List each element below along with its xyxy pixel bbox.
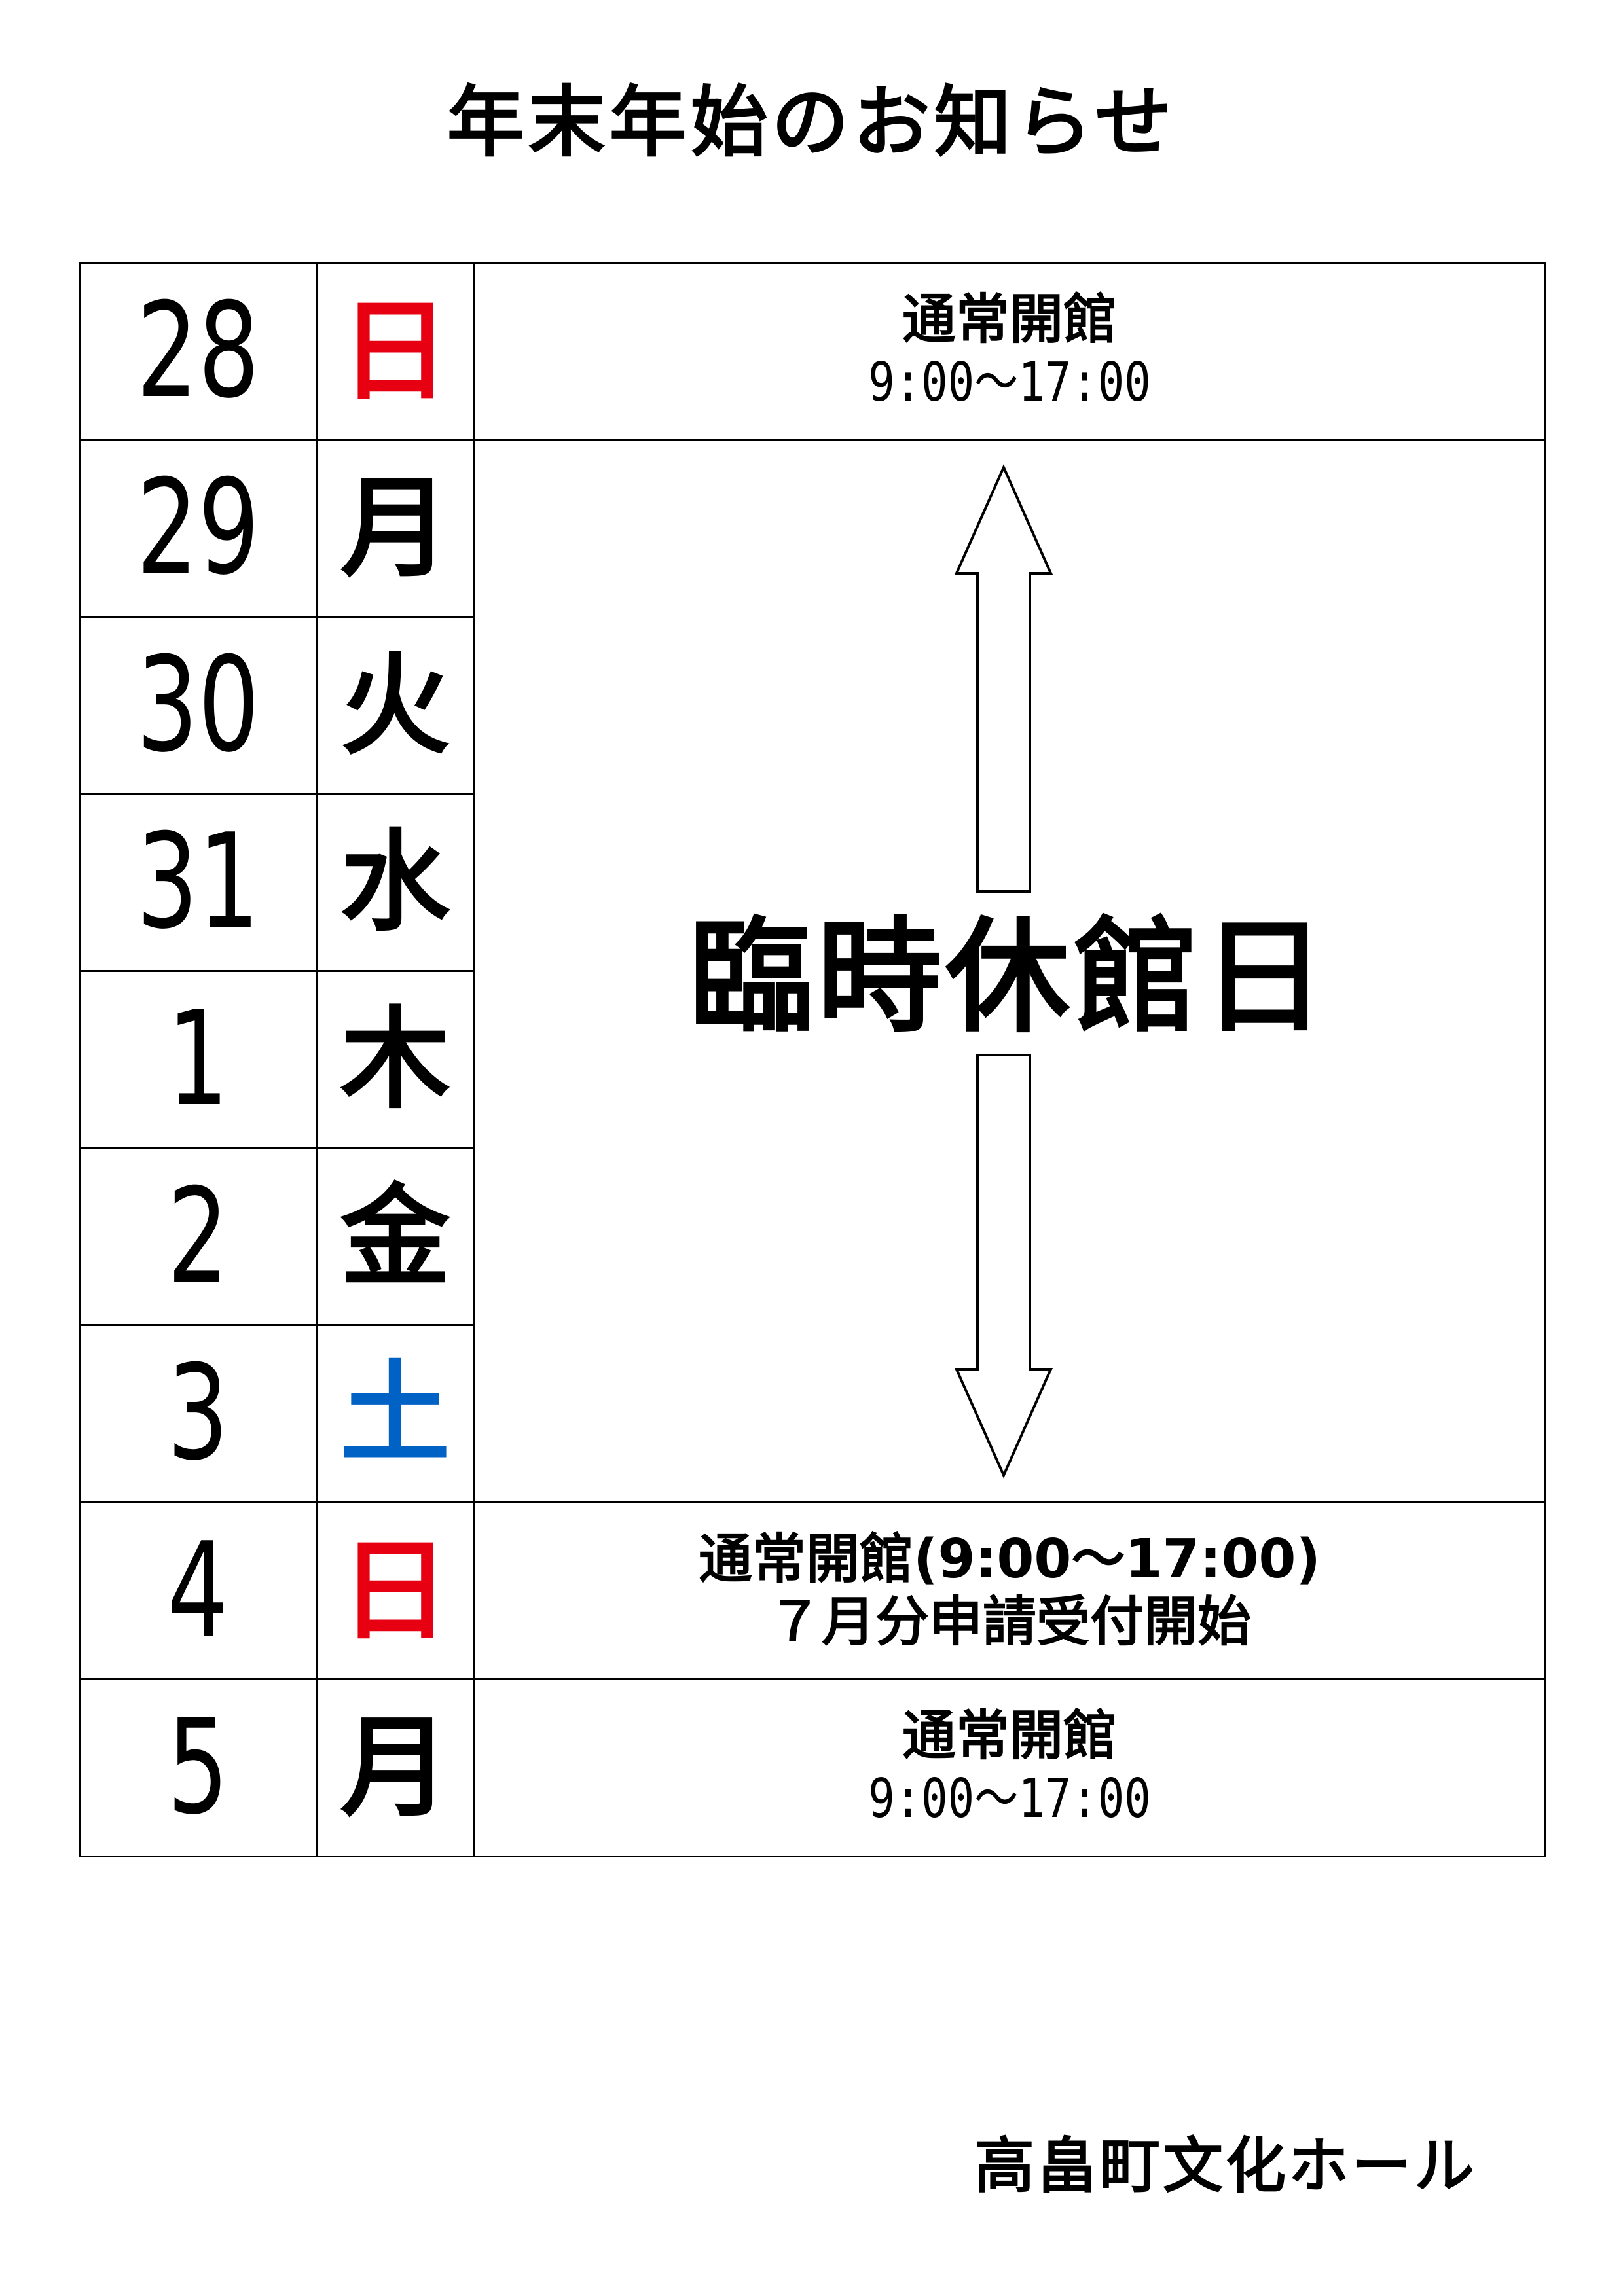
table-row: 4 日 通常開館(9:00～17:00) ７月分申請受付開始 xyxy=(79,1501,1546,1681)
table-row: 3 土 xyxy=(79,1324,1546,1503)
schedule-table: 28 日 通常開館 9:00～17:00 29 月 臨時休館日 30 火 31 xyxy=(79,262,1546,1857)
note-line: 9:00～17:00 xyxy=(868,351,1151,414)
table-row: 2 金 xyxy=(79,1147,1546,1327)
weekday-cell: 月 xyxy=(316,1678,475,1857)
weekday-cell: 土 xyxy=(316,1324,475,1503)
note-line: ７月分申請受付開始 xyxy=(767,1590,1251,1653)
double-arrow-icon xyxy=(954,463,1053,1479)
closed-period-cell: 臨時休館日 xyxy=(473,439,1546,1503)
weekday-cell: 木 xyxy=(316,970,475,1149)
weekday-cell: 金 xyxy=(316,1147,475,1327)
organization-name: 高畠町文化ホール xyxy=(974,2131,1478,2201)
weekday-cell: 火 xyxy=(316,616,475,795)
weekday-cell: 月 xyxy=(316,439,475,619)
note-cell: 通常開館 9:00～17:00 xyxy=(473,1678,1546,1857)
day-cell: 30 xyxy=(79,616,318,795)
table-row: 1 木 xyxy=(79,970,1546,1149)
weekday-label: 日 xyxy=(340,1526,450,1655)
day-cell: 1 xyxy=(79,970,318,1149)
table-row: 5 月 通常開館 9:00～17:00 xyxy=(79,1678,1546,1857)
note-cell: 通常開館 9:00～17:00 xyxy=(473,262,1546,441)
weekday-label: 月 xyxy=(340,1704,450,1833)
day-cell: 29 xyxy=(79,439,318,619)
weekday-label: 土 xyxy=(340,1350,450,1479)
table-row: 28 日 通常開館 9:00～17:00 xyxy=(79,262,1546,441)
weekday-cell: 日 xyxy=(316,262,475,441)
note-line: 通常開館(9:00～17:00) xyxy=(699,1528,1321,1590)
day-cell: 3 xyxy=(79,1324,318,1503)
weekday-label: 日 xyxy=(340,287,450,416)
up-arrow-icon xyxy=(954,463,1053,893)
day-cell: 28 xyxy=(79,262,318,441)
weekday-cell: 日 xyxy=(316,1501,475,1681)
note-line: 通常開館 xyxy=(902,288,1117,351)
table-row: 29 月 臨時休館日 xyxy=(79,439,1546,1503)
day-cell: 4 xyxy=(79,1501,318,1681)
weekday-label: 水 xyxy=(340,818,450,947)
day-cell: 5 xyxy=(79,1678,318,1857)
down-arrow-icon xyxy=(954,1053,1053,1479)
weekday-label: 月 xyxy=(340,464,450,593)
weekday-label: 火 xyxy=(340,641,450,770)
closed-label: 臨時休館日 xyxy=(688,905,1330,1050)
weekday-label: 木 xyxy=(340,995,450,1124)
table-row: 31 水 xyxy=(79,793,1546,973)
day-cell: 31 xyxy=(79,793,318,973)
table-row: 30 火 xyxy=(79,616,1546,795)
day-cell: 2 xyxy=(79,1147,318,1327)
note-line: 通常開館 xyxy=(902,1705,1117,1768)
weekday-label: 金 xyxy=(340,1172,450,1301)
note-line: 9:00～17:00 xyxy=(868,1768,1151,1831)
note-cell: 通常開館(9:00～17:00) ７月分申請受付開始 xyxy=(473,1501,1546,1681)
weekday-cell: 水 xyxy=(316,793,475,973)
page-title: 年末年始のお知らせ xyxy=(447,77,1176,168)
